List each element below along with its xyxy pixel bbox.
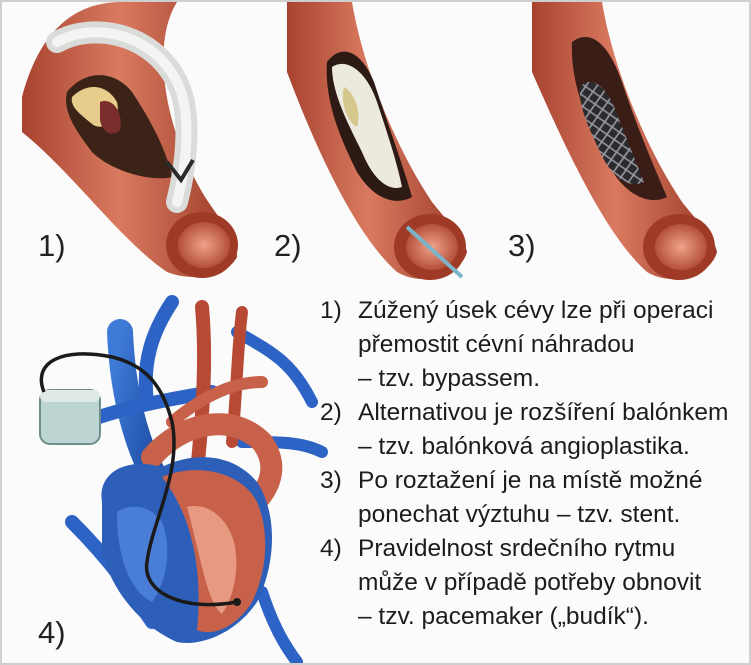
caption-item-angioplasty: 2) Alternativou je rozšíření balónkem – … [320,396,740,464]
caption-marker: 2) [320,396,358,430]
caption-line: – tzv. balónková angioplastika. [358,430,740,464]
caption-text: Pravidelnost srdečního rytmu může v příp… [358,532,740,634]
stent-vessel-illustration [532,2,717,280]
caption-line: – tzv. pacemaker („budík“). [358,600,740,634]
caption-line: Pravidelnost srdečního rytmu [358,532,740,566]
caption-text: Po roztažení je na místě možné ponechat … [358,464,740,532]
caption-line: Zúžený úsek cévy lze při operaci [358,294,740,328]
caption-marker: 1) [320,294,358,328]
caption-line: Po roztažení je na místě možné [358,464,740,498]
heart-pacemaker-illustration [40,302,322,662]
caption-line: může v případě potřeby obnovit [358,566,740,600]
caption-item-bypass: 1) Zúžený úsek cévy lze při operaci přem… [320,294,740,396]
caption-line: přemostit cévní náhradou [358,328,740,362]
caption-item-pacemaker: 4) Pravidelnost srdečního rytmu může v p… [320,532,740,634]
caption-line: Alternativou je rozšíření balónkem [358,396,740,430]
caption-marker: 3) [320,464,358,498]
caption-text: Alternativou je rozšíření balónkem – tzv… [358,396,740,464]
caption-line: ponechat výztuhu – tzv. stent. [358,498,740,532]
panel-label-1: 1) [38,228,66,264]
caption-text: Zúžený úsek cévy lze při operaci přemost… [358,294,740,396]
panel-label-4: 4) [38,615,66,651]
caption-marker: 4) [320,532,358,566]
caption-list: 1) Zúžený úsek cévy lze při operaci přem… [320,294,740,634]
panel-label-3: 3) [508,228,536,264]
caption-item-stent: 3) Po roztažení je na místě možné ponech… [320,464,740,532]
caption-line: – tzv. bypassem. [358,362,740,396]
panel-label-2: 2) [274,228,302,264]
angioplasty-vessel-illustration [287,2,467,280]
